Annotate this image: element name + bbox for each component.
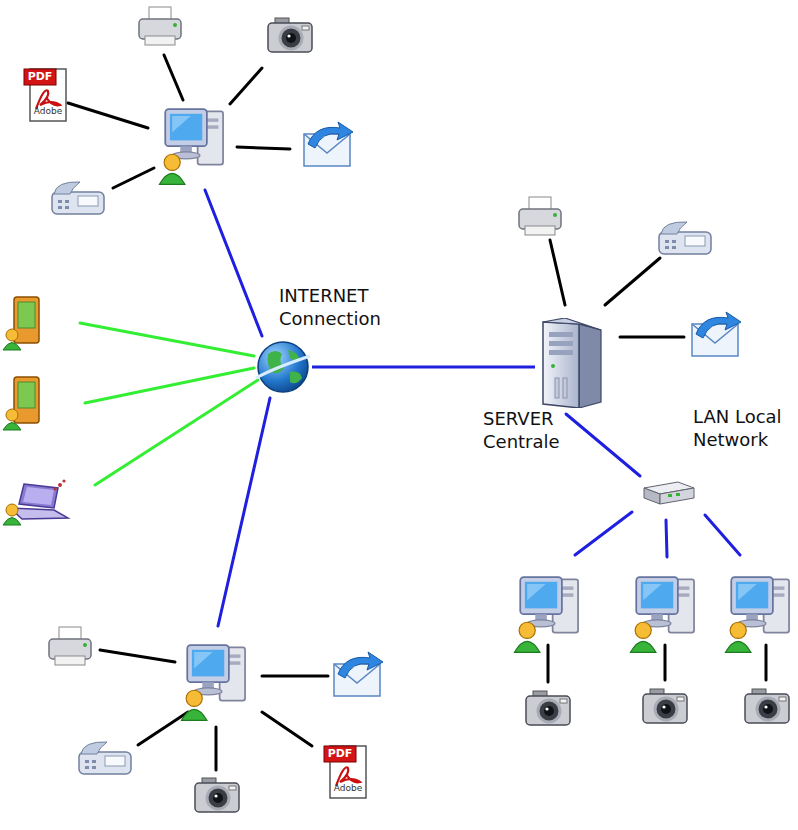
adobe-text: Adobe: [330, 783, 366, 794]
green-links: [80, 323, 258, 485]
pdf-badge-text: PDF: [24, 69, 56, 85]
camera-icon: [195, 778, 239, 812]
node-label: SERVER Centrale: [483, 407, 588, 453]
server-icon: [543, 318, 601, 408]
link-line: [664, 645, 667, 680]
node-label: INTERNET Connection: [279, 284, 407, 330]
computer-icon: [159, 109, 223, 184]
wireless-line: [95, 380, 258, 485]
network-label: LAN Local Network: [693, 405, 798, 451]
computer-icon: [514, 577, 578, 652]
internet-link: [312, 366, 535, 369]
adobe-text: Adobe: [30, 106, 66, 117]
pda-icon: [3, 377, 39, 430]
camera-icon: [643, 689, 687, 723]
link-line: [113, 168, 154, 188]
computer-icon: [630, 577, 694, 652]
internet-line: [205, 190, 262, 336]
lan-line: [705, 515, 740, 555]
computer-icon: [181, 645, 245, 720]
link-line: [230, 68, 262, 104]
printer-icon: [139, 7, 181, 45]
link-line: [262, 712, 312, 746]
lan-line: [666, 520, 667, 557]
blue-links: [205, 190, 740, 626]
fax-icon: [79, 742, 131, 774]
link-line: [547, 645, 550, 682]
laptop-icon: [3, 479, 68, 525]
mail-icon: [304, 122, 353, 166]
globe-icon: [256, 342, 310, 392]
link-line: [215, 727, 218, 770]
link-line: [100, 650, 175, 662]
camera-icon: [526, 691, 570, 725]
link-line: [68, 103, 148, 128]
mail-icon: [334, 652, 383, 696]
link-line: [138, 712, 188, 745]
server-node: SERVER Centrale: [535, 322, 609, 412]
wireless-line: [80, 323, 254, 356]
lan-line: [575, 512, 632, 555]
pdf-badge-text: PDF: [324, 746, 356, 762]
link-line: [605, 258, 660, 305]
fax-icon: [659, 222, 711, 254]
pda-icon: [3, 297, 39, 350]
mail-icon: [692, 312, 741, 356]
pdf-icon: [24, 69, 66, 121]
fax-icon: [52, 182, 104, 214]
printer-icon: [519, 197, 561, 235]
link-line: [237, 147, 290, 149]
link-line: [164, 55, 183, 100]
internet-line: [218, 398, 270, 626]
icons: [3, 7, 789, 812]
link-line: [765, 645, 768, 680]
black-links: [68, 55, 766, 770]
lan-line: [566, 414, 640, 476]
camera-icon: [268, 18, 312, 52]
hub-icon: [644, 482, 694, 504]
computer-icon: [725, 577, 789, 652]
link-line: [620, 336, 684, 339]
internet-node: INTERNET Connection: [254, 338, 312, 396]
camera-icon: [745, 689, 789, 723]
printer-icon: [49, 627, 91, 665]
pdf-icon: [324, 746, 366, 798]
link-line: [262, 675, 328, 678]
link-line: [550, 240, 565, 305]
